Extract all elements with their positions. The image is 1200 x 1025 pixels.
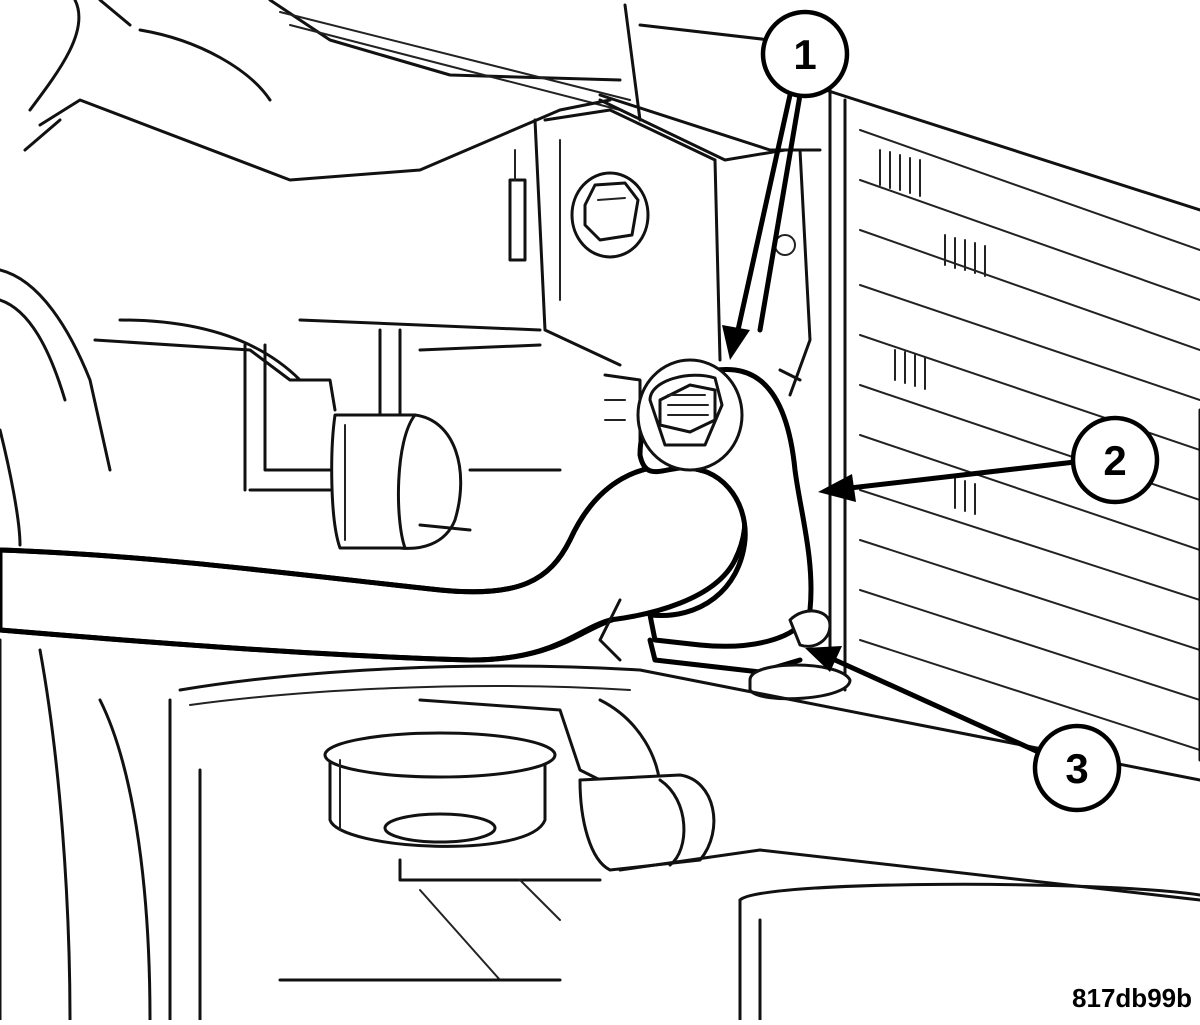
arrow-1b <box>757 92 803 333</box>
body-panels <box>23 0 822 182</box>
callout-arrows <box>722 92 1078 758</box>
callout-2-label: 2 <box>1103 437 1126 484</box>
stabilizer-link <box>598 358 852 701</box>
radiator-core <box>808 83 1200 762</box>
arrow-1a <box>735 92 793 333</box>
arrow-3-head <box>805 646 842 672</box>
callout-2: 2 <box>1070 415 1160 505</box>
callout-1: 1 <box>760 9 850 99</box>
callout-1-label: 1 <box>793 31 816 78</box>
arrow-1a-head <box>722 325 750 360</box>
arrow-3 <box>832 657 1048 758</box>
callout-3: 3 <box>1032 723 1122 813</box>
frame-components <box>0 268 802 550</box>
arrow-2-head <box>818 474 856 502</box>
mounting-bracket <box>508 108 812 397</box>
figure-code: 817db99b <box>1072 983 1192 1013</box>
callout-3-label: 3 <box>1065 745 1088 792</box>
arrow-2 <box>847 459 1078 491</box>
lower-frame <box>0 638 1200 1022</box>
